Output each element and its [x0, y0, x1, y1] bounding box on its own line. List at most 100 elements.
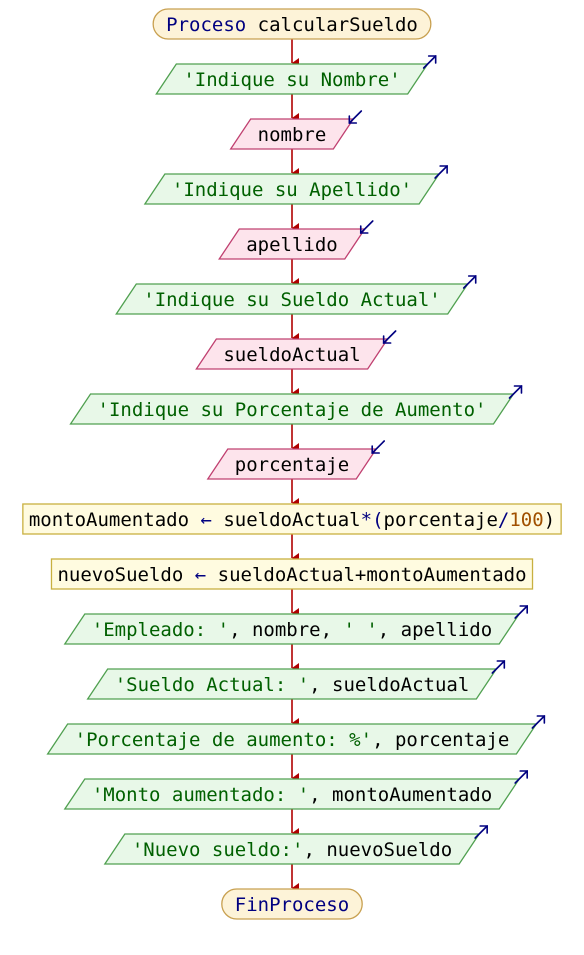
node-label: Proceso calcularSueldo [166, 14, 418, 36]
output-shape [86, 668, 498, 700]
label-part: , montoAumentado [309, 784, 492, 806]
label-part: 'Monto aumentado: ' [92, 784, 309, 806]
label-part: , nuevoSueldo [303, 839, 452, 861]
label-part: 'Sueldo Actual: ' [115, 674, 309, 696]
node-assign-monto: montoAumentado ← sueldoActual*(porcentaj… [22, 503, 562, 535]
node-label: 'Indique su Sueldo Actual' [143, 289, 440, 311]
label-part: 'Empleado: ' [92, 619, 229, 641]
input-shape [195, 338, 389, 370]
output-shape [69, 393, 515, 425]
node-out-apellido: 'Indique su Apellido' [143, 165, 448, 205]
output-shape [103, 833, 481, 865]
node-in-apellido: apellido [218, 220, 374, 260]
node-label: 'Indique su Porcentaje de Aumento' [98, 399, 487, 421]
output-arrow-icon [531, 715, 546, 729]
label-part: *( [361, 509, 384, 531]
input-shape [229, 118, 355, 150]
node-out-nombre: 'Indique su Nombre' [155, 55, 437, 95]
label-part: 100 [509, 509, 543, 531]
output-arrow-icon [491, 660, 506, 674]
output-shape [63, 778, 521, 810]
node-assign-nuevo: nuevoSueldo ← sueldoActual+montoAumentad… [50, 558, 534, 590]
node-start: Proceso calcularSueldo [152, 8, 432, 40]
label-part: sueldoActual [212, 509, 361, 531]
node-label: sueldoActual [223, 344, 360, 366]
node-in-porcentaje: porcentaje [206, 440, 385, 480]
node-out-monto: 'Monto aumentado: ', montoAumentado [63, 770, 528, 810]
input-shape [218, 228, 366, 260]
node-label: 'Empleado: ', nombre, ' ', apellido [92, 619, 492, 641]
node-label: 'Porcentaje de aumento: %', porcentaje [75, 729, 510, 751]
output-arrow-icon [434, 165, 448, 179]
output-shape [115, 283, 469, 315]
label-part: , sueldoActual [309, 674, 469, 696]
label-part: FinProceso [235, 894, 349, 916]
label-part: Proceso [166, 14, 246, 36]
label-part: 'Indique su Porcentaje de Aumento' [98, 399, 487, 421]
node-out-empleado: 'Empleado: ', nombre, ' ', apellido [63, 605, 528, 645]
node-label: apellido [246, 234, 338, 256]
label-part: calcularSueldo [246, 14, 418, 36]
process-shape [22, 503, 562, 535]
terminal-shape [221, 888, 363, 920]
label-part: 'Indique su Sueldo Actual' [143, 289, 440, 311]
node-out-sueldo-actual: 'Sueldo Actual: ', sueldoActual [86, 660, 506, 700]
output-shape [155, 63, 429, 95]
label-part: ← [195, 564, 206, 586]
label-part: / [498, 509, 509, 531]
label-part: nuevoSueldo [57, 564, 194, 586]
output-arrow-icon [462, 275, 477, 289]
label-part: porcentaje [384, 509, 498, 531]
node-end: FinProceso [221, 888, 363, 920]
node-out-porcentaje-aumento: 'Porcentaje de aumento: %', porcentaje [46, 715, 546, 755]
label-part: , porcentaje [372, 729, 509, 751]
input-arrow-icon [382, 330, 397, 344]
node-out-porcentaje: 'Indique su Porcentaje de Aumento' [69, 385, 523, 425]
label-part: 'Indique su Nombre' [183, 69, 400, 91]
input-arrow-icon [348, 110, 363, 124]
input-shape [206, 448, 378, 480]
output-shape [46, 723, 538, 755]
label-part: 'Nuevo sueldo:' [132, 839, 304, 861]
node-label: 'Nuevo sueldo:', nuevoSueldo [132, 839, 452, 861]
label-part: apellido [246, 234, 338, 256]
label-part: 'Porcentaje de aumento: %' [75, 729, 372, 751]
output-arrow-icon [514, 770, 528, 784]
label-part: montoAumentado [29, 509, 201, 531]
node-label: 'Monto aumentado: ', montoAumentado [92, 784, 492, 806]
node-in-sueldo: sueldoActual [195, 330, 397, 370]
node-label: 'Indique su Nombre' [183, 69, 400, 91]
node-label: 'Indique su Apellido' [172, 179, 412, 201]
input-arrow-icon [371, 440, 385, 454]
process-shape [50, 558, 534, 590]
input-arrow-icon [359, 220, 374, 234]
label-part: 'Indique su Apellido' [172, 179, 412, 201]
output-arrow-icon [514, 605, 528, 619]
terminal-shape [152, 8, 432, 40]
output-arrow-icon [508, 385, 523, 399]
label-part: nombre [258, 124, 327, 146]
output-shape [143, 173, 441, 205]
nodes: Proceso calcularSueldo 'Indique su Nombre… [22, 8, 562, 920]
label-part: ' ' [343, 619, 377, 641]
label-part: sueldoActual+montoAumentado [206, 564, 526, 586]
node-label: montoAumentado ← sueldoActual*(porcentaj… [29, 509, 555, 531]
node-label: nuevoSueldo ← sueldoActual+montoAumentad… [57, 564, 526, 586]
label-part: sueldoActual [223, 344, 360, 366]
output-arrow-icon [422, 55, 437, 69]
node-label: 'Sueldo Actual: ', sueldoActual [115, 674, 470, 696]
node-out-sueldo: 'Indique su Sueldo Actual' [115, 275, 477, 315]
label-part: , apellido [378, 619, 492, 641]
node-label: nombre [258, 124, 327, 146]
label-part: , nombre, [229, 619, 343, 641]
node-out-nuevo: 'Nuevo sueldo:', nuevoSueldo [103, 825, 488, 865]
output-shape [63, 613, 521, 645]
output-arrow-icon [474, 825, 488, 839]
label-part: ) [544, 509, 555, 531]
label-part: porcentaje [235, 454, 349, 476]
node-label: porcentaje [235, 454, 349, 476]
node-label: FinProceso [235, 894, 349, 916]
label-part: ← [200, 509, 211, 531]
node-in-nombre: nombre [229, 110, 363, 150]
